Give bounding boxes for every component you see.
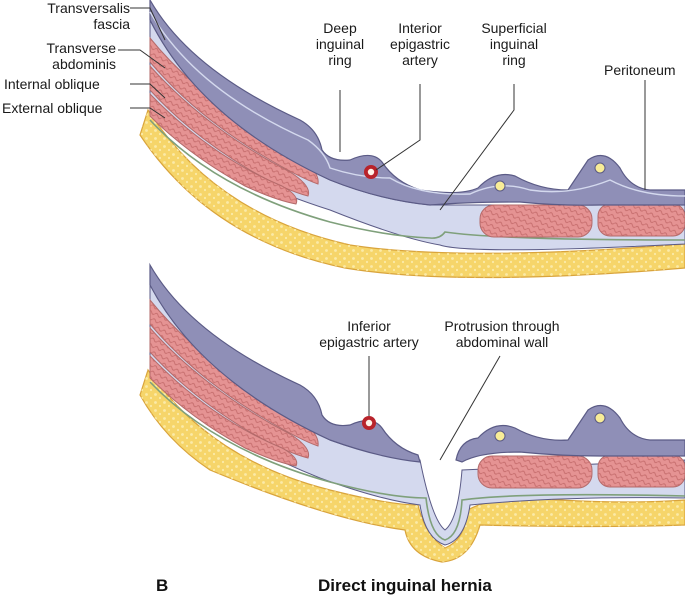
bottom-rectus-blocks	[477, 454, 685, 489]
panel-letter: B	[156, 576, 169, 595]
label-internal-oblique: Internal oblique	[4, 76, 100, 92]
label-line: abdominal wall	[455, 334, 549, 350]
top-leader-lines	[118, 7, 646, 211]
top-rectus-blocks	[479, 203, 685, 238]
label-line: Protrusion through	[444, 318, 560, 334]
label-line: Transversalis	[47, 0, 130, 16]
label-transverse-abdominis: Transverse abdominis	[0, 40, 116, 72]
bottom-peritoneum	[149, 262, 421, 463]
label-line: Interior	[398, 20, 442, 36]
bottom-leader-lines	[368, 355, 501, 461]
label-external-oblique: External oblique	[2, 100, 103, 116]
label-superficial-inguinal-ring: Superficial inguinal ring	[466, 20, 562, 68]
label-line: Transverse	[46, 40, 116, 56]
bottom-panel-illustration	[139, 262, 685, 563]
figure-title: Direct inguinal hernia	[318, 576, 492, 595]
label-line: inguinal	[315, 36, 365, 52]
label-peritoneum: Peritoneum	[604, 62, 676, 78]
label-line: Superficial	[481, 20, 547, 36]
label-line: Inferior	[347, 318, 391, 334]
label-transversalis-fascia: Transversalis fascia	[10, 0, 130, 32]
label-interior-epigastric-artery: Interior epigastric artery	[378, 20, 462, 68]
label-deep-inguinal-ring: Deep inguinal ring	[302, 20, 378, 68]
label-line: artery	[402, 52, 438, 68]
label-inferior-epigastric-artery: Inferior epigastric artery	[306, 318, 432, 350]
label-line: ring	[502, 52, 526, 68]
label-protrusion: Protrusion through abdominal wall	[432, 318, 572, 350]
label-line: fascia	[93, 16, 130, 32]
top-peritoneum	[149, 0, 685, 206]
label-line: ring	[328, 52, 352, 68]
top-panel-illustration	[118, 0, 685, 279]
label-line: abdominis	[52, 56, 116, 72]
label-line: epigastric	[390, 36, 450, 52]
label-line: Deep	[323, 20, 357, 36]
label-line: inguinal	[489, 36, 539, 52]
label-line: epigastric artery	[319, 334, 419, 350]
